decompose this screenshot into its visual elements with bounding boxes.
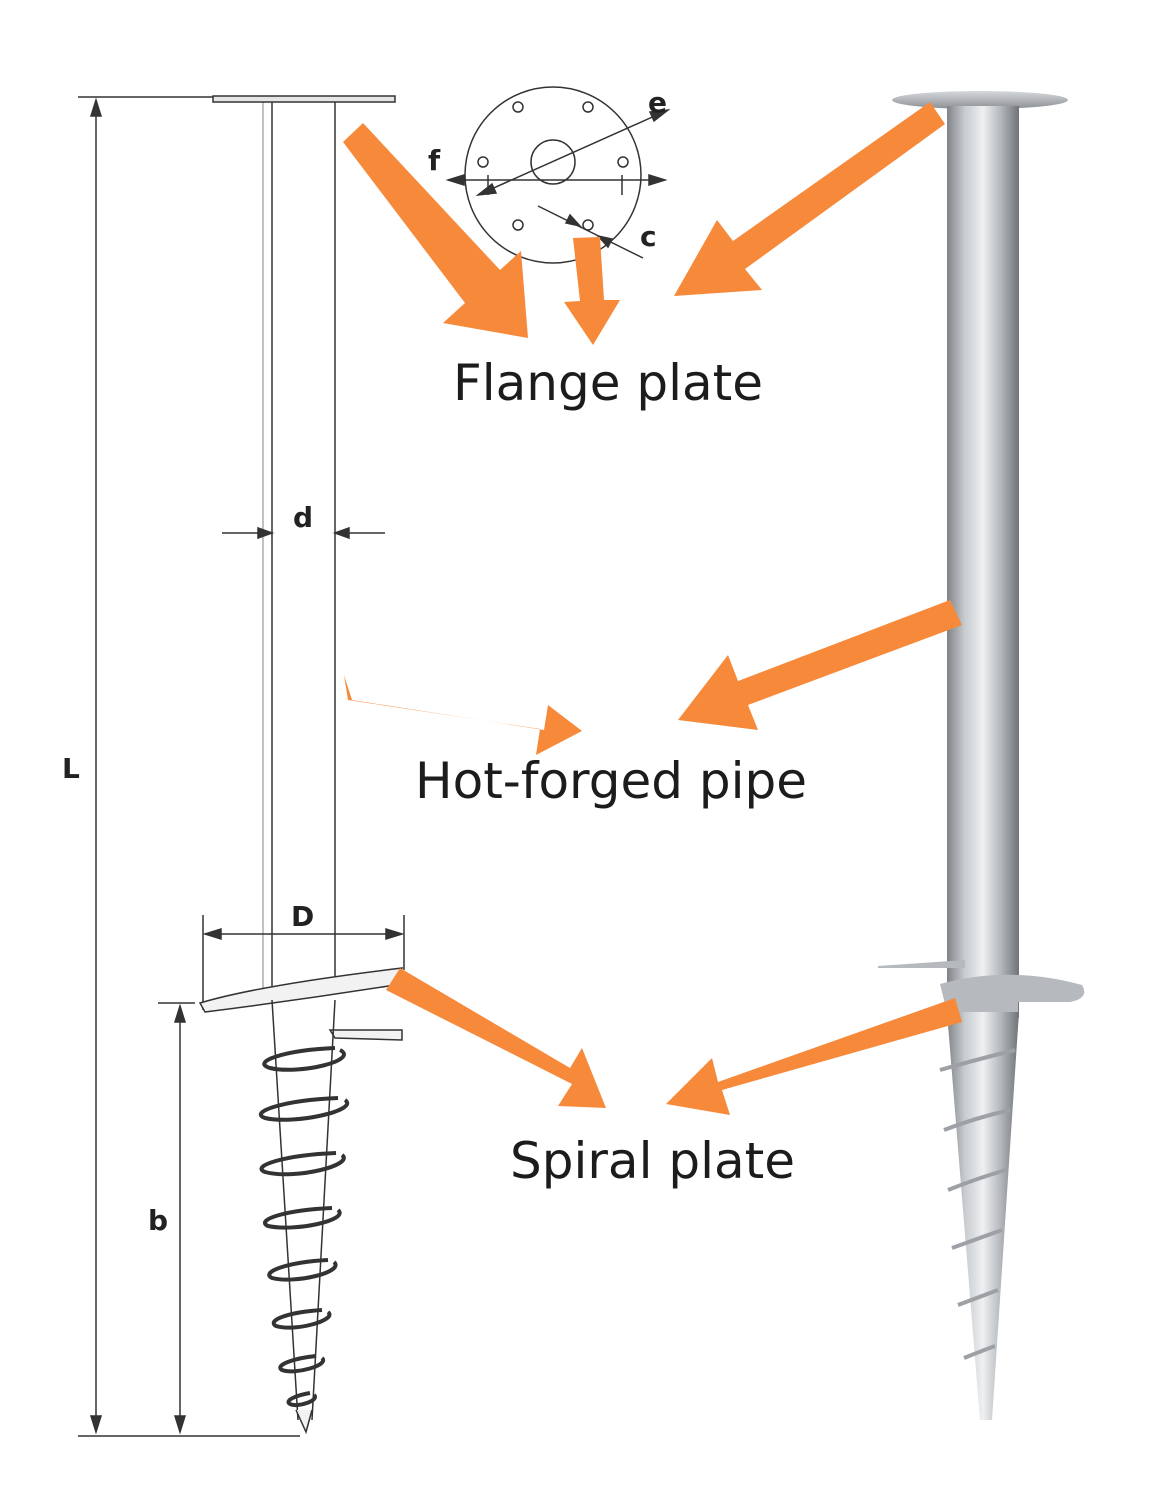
technical-drawing [78, 86, 671, 1437]
arrow-flange-center [564, 237, 620, 345]
callout-arrows [343, 102, 962, 1115]
flange-plate-render [892, 91, 1068, 109]
tapered-tip-render [947, 1012, 1019, 1420]
dim-label-b: b [148, 1204, 168, 1237]
spiral-flange-drawing [198, 967, 404, 1013]
spiral-plate-render [940, 974, 1085, 1012]
D-dimension [202, 915, 405, 1010]
length-dimension [78, 96, 300, 1437]
arrow-pipe-left [344, 675, 582, 755]
arrow-pipe-right [678, 600, 962, 730]
pipe-render [947, 106, 1019, 1018]
arrow-spiral-right [666, 998, 962, 1115]
helix-render [939, 1048, 1016, 1360]
flange-detail-drawing [445, 86, 671, 264]
arrow-flange-right [674, 102, 945, 296]
pipe-drawing [262, 102, 336, 1000]
hot-forged-pipe-label: Hot-forged pipe [415, 752, 807, 810]
dim-label-L: L [62, 752, 80, 785]
b-dimension [158, 1002, 195, 1435]
flange-plate-drawing [212, 95, 396, 103]
dim-label-d: d [293, 501, 313, 534]
dim-label-D: D [291, 900, 314, 933]
dim-label-f: f [428, 144, 441, 177]
spiral-plate-label: Spiral plate [510, 1132, 795, 1190]
flange-plate-label: Flange plate [453, 354, 763, 412]
ground-screw-render [878, 91, 1085, 1420]
arrow-flange-left [343, 123, 528, 338]
d-dimension [222, 526, 385, 540]
helix-coils-drawing [258, 1046, 350, 1407]
arrow-spiral-left [386, 968, 606, 1108]
dim-label-e: e [648, 86, 667, 119]
dim-label-c: c [640, 220, 657, 253]
